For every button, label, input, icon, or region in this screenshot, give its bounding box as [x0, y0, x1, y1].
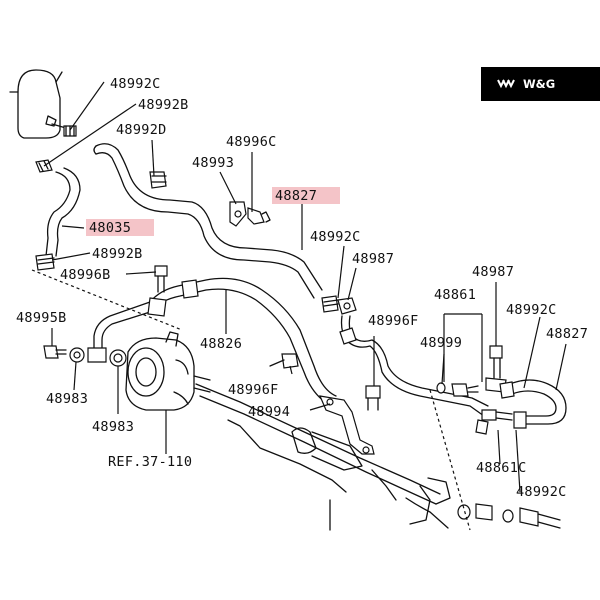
part-labels: 48992C 48992B 48992D 48996C 48993 48827 …	[16, 76, 588, 500]
label-48993: 48993	[192, 155, 234, 171]
label-48992d: 48992D	[116, 122, 167, 138]
bolt-48996f-low	[269, 353, 299, 369]
label-48826: 48826	[200, 336, 242, 352]
hose-48827-right	[499, 379, 567, 429]
reservoir-tank	[9, 69, 67, 139]
label-48996f-low: 48996F	[228, 382, 279, 398]
label-48999: 48999	[420, 335, 462, 351]
clamp-48992c-top	[63, 125, 77, 137]
bracket-48993	[229, 201, 247, 227]
label-48992c-right: 48992C	[506, 302, 557, 318]
clamp-48992d	[149, 171, 167, 189]
label-ref-37-110: REF.37-110	[108, 454, 192, 470]
pressure-hose-48826	[149, 277, 337, 405]
label-48996f-mid: 48996F	[368, 313, 419, 329]
label-48861: 48861	[434, 287, 476, 303]
highlight-48035	[86, 219, 154, 236]
power-steering-pump	[125, 331, 211, 411]
label-48827-top: 48827	[275, 188, 317, 204]
bracket-48994	[319, 395, 375, 455]
label-48992c-bottom: 48992C	[516, 484, 567, 500]
clamp-48992c-mid	[321, 295, 339, 313]
pressure-line-to-gear	[339, 315, 489, 417]
fitting-48861c	[475, 409, 513, 435]
brand-badge: W&G	[481, 67, 600, 101]
label-48861c: 48861C	[476, 460, 527, 476]
washer-48983-a	[69, 347, 85, 363]
washer-48999	[436, 382, 446, 394]
label-48827-right: 48827	[546, 326, 588, 342]
label-48995b: 48995B	[16, 310, 67, 326]
bolt-48995b	[43, 345, 67, 359]
clamp-48992b-mid	[35, 253, 55, 271]
brand-logo-icon	[497, 79, 515, 89]
label-48992b-top: 48992B	[138, 97, 189, 113]
fitting-bottom-right	[457, 503, 561, 529]
fitting-48861	[451, 383, 479, 397]
highlight-48827	[272, 187, 340, 204]
label-48987-right: 48987	[472, 264, 514, 280]
bolt-48996b	[154, 265, 168, 293]
leader-lines	[43, 81, 567, 493]
label-48996c: 48996C	[226, 134, 277, 150]
label-48035: 48035	[89, 220, 131, 236]
label-48994: 48994	[248, 404, 290, 420]
brand-name: W&G	[523, 77, 555, 91]
label-48983-a: 48983	[46, 391, 88, 407]
label-48983-b: 48983	[92, 419, 134, 435]
union-bolt-48987-mid	[337, 297, 357, 315]
bolt-48996f-mid	[365, 385, 381, 411]
label-48992b-mid: 48992B	[92, 246, 143, 262]
steering-gear-rack	[195, 383, 451, 531]
pipe-pump-outlet	[87, 297, 167, 363]
washer-48983-b	[109, 349, 127, 367]
label-48996b: 48996B	[60, 267, 111, 283]
bolt-48996c	[247, 207, 271, 225]
hose-48035	[45, 167, 81, 257]
label-48992c-top: 48992C	[110, 76, 161, 92]
label-48987-mid: 48987	[352, 251, 394, 267]
return-hose-long	[93, 143, 323, 299]
label-48992c-mid: 48992C	[310, 229, 361, 245]
